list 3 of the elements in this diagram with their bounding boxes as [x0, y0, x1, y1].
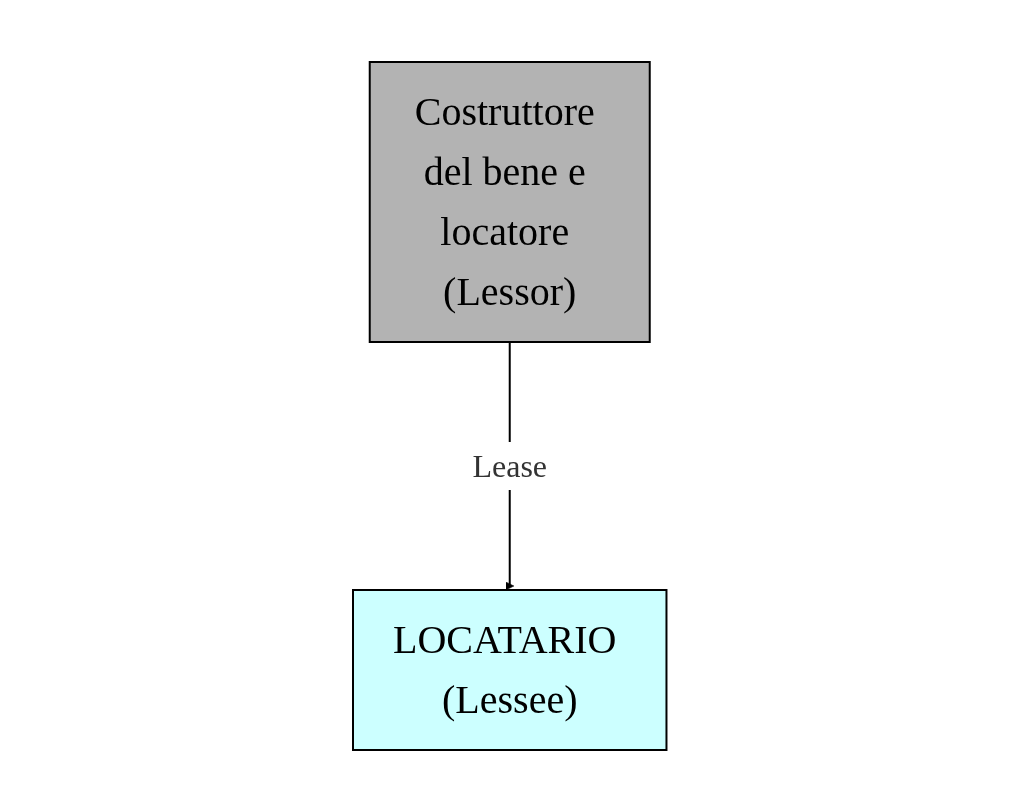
node-box: Costruttore del bene e locatore (Lessor) [369, 60, 651, 343]
edge-label: Lease [472, 447, 548, 484]
node-box: LOCATARIO (Lessee) [352, 588, 668, 751]
